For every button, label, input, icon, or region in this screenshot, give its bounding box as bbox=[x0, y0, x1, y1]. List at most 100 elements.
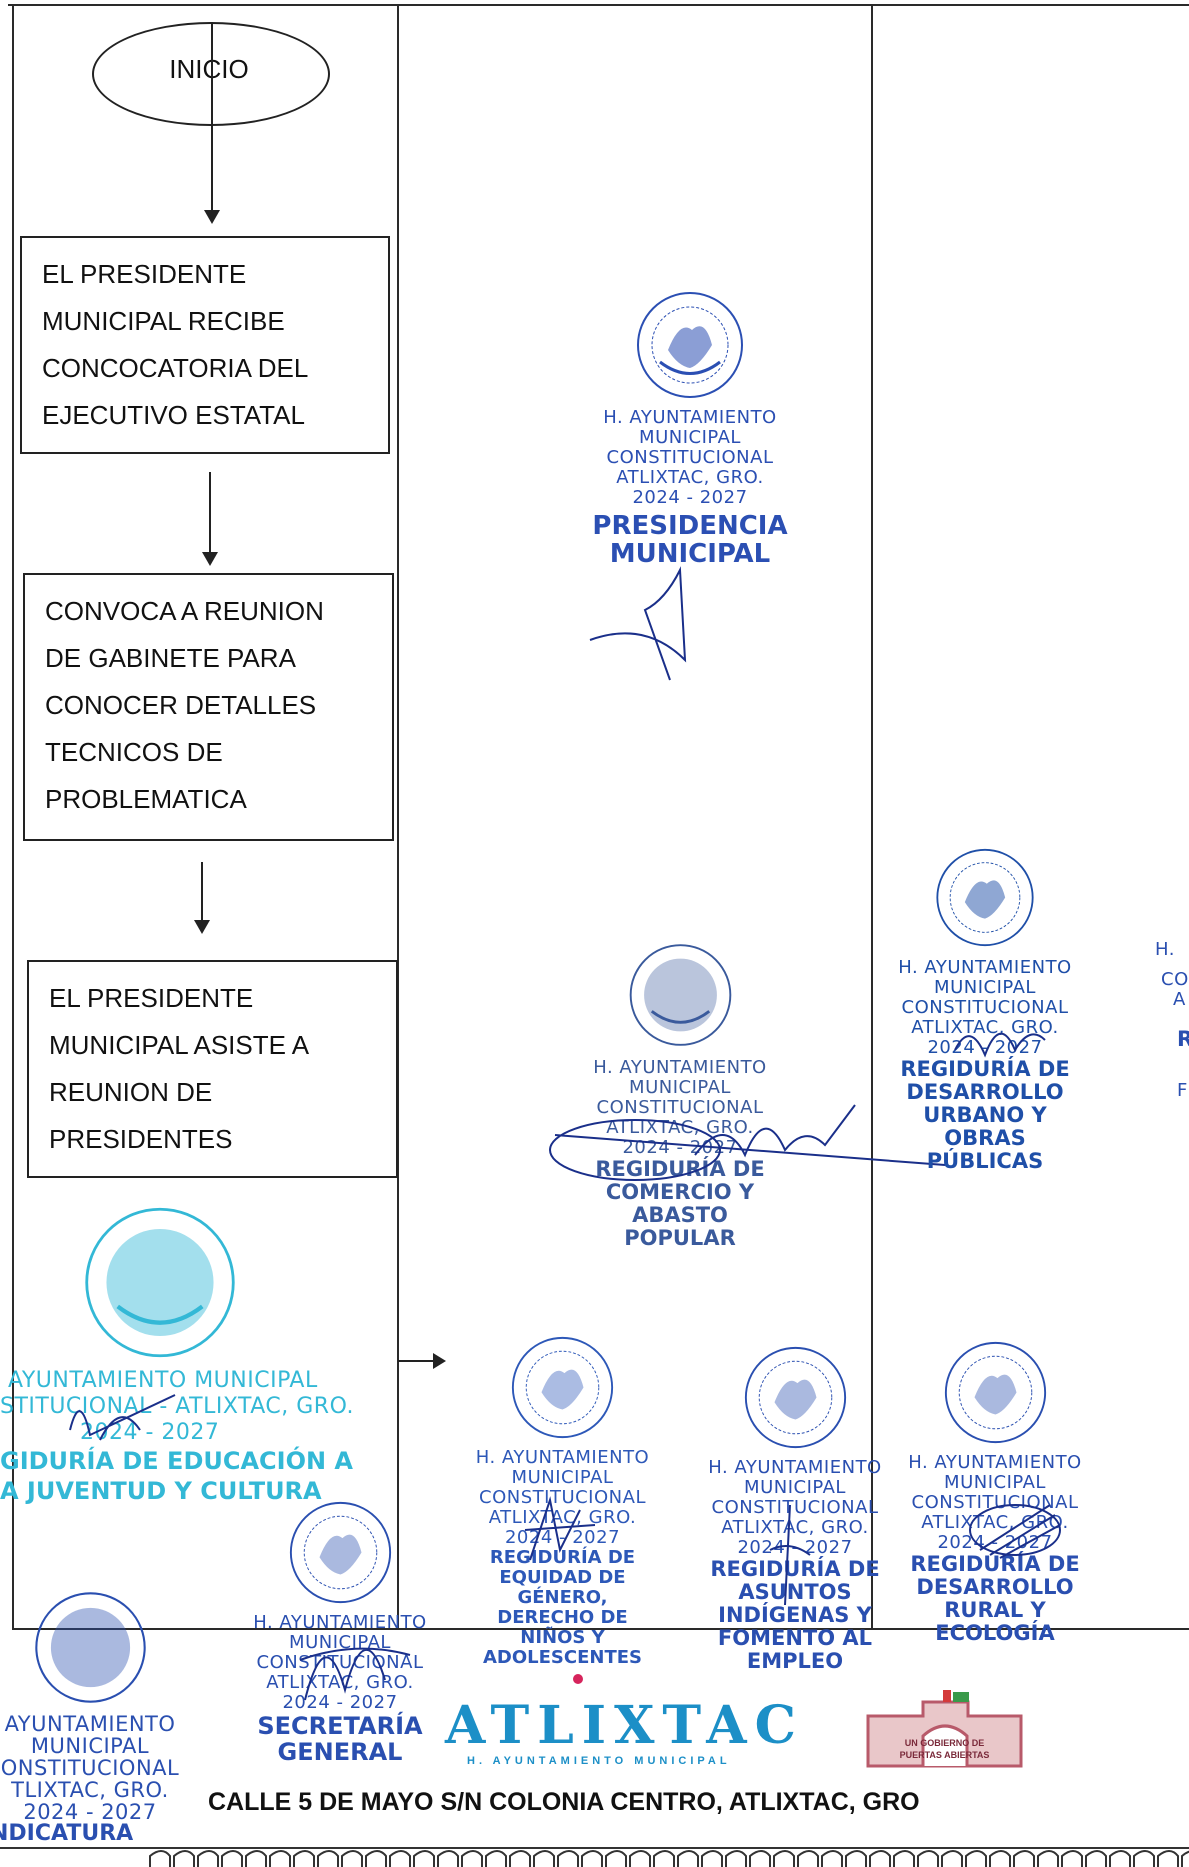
signature-comercio bbox=[549, 1104, 946, 1181]
stamp-header-line: H. AYUNTAMIENTO bbox=[253, 1612, 427, 1633]
stamp-header-line: ONSTITUCIONAL bbox=[0, 1756, 180, 1780]
stamp-header-line: MUNICIPAL bbox=[639, 427, 741, 448]
step-3-line: MUNICIPAL ASISTE A bbox=[49, 1030, 310, 1060]
stamp-dept-line: RURAL Y bbox=[944, 1598, 1046, 1622]
stamp-dept-line: ABASTO bbox=[632, 1203, 728, 1227]
stamp-dept-line: EMPLEO bbox=[746, 1649, 844, 1673]
stamp-header-line: CONSTITUCIONAL bbox=[901, 997, 1069, 1018]
signature-urbano bbox=[954, 1032, 1046, 1058]
seal-icon bbox=[629, 944, 731, 1046]
stamp-dept-line: REGIDURÍA DE bbox=[910, 1552, 1080, 1576]
atlixtac-logo-subtitle: H. AYUNTAMIENTO MUNICIPAL bbox=[467, 1755, 731, 1767]
signature-secretaria bbox=[299, 1647, 411, 1701]
stamp-header-line: 2024 - 2027 bbox=[632, 487, 748, 508]
step-3-line: REUNION DE bbox=[49, 1077, 213, 1107]
stamp-header-line: ATLIXTAC, GRO. bbox=[721, 1517, 869, 1538]
stamp-header-line: AYUNTAMIENTO MUNICIPAL bbox=[8, 1368, 318, 1393]
stamp-dept-line: GÉNERO, bbox=[517, 1587, 608, 1608]
stamp-header-line: ATLIXTAC, GRO. bbox=[488, 1507, 637, 1528]
stamp-header-line: H. AYUNTAMIENTO bbox=[603, 407, 777, 428]
stamp-dept-line: DESARROLLO bbox=[916, 1575, 1074, 1599]
seal-icon bbox=[34, 1592, 146, 1703]
stamp-dept-line: REGIDURÍA DE bbox=[489, 1547, 636, 1568]
stamp-header-line: MUNICIPAL bbox=[30, 1734, 150, 1758]
process-step-2: CONVOCA A REUNION DE GABINETE PARA CONOC… bbox=[23, 573, 394, 841]
step-3-line: PRESIDENTES bbox=[49, 1124, 233, 1154]
flow-arrow-2 bbox=[202, 472, 218, 566]
stamp-fragment-line: A bbox=[1173, 989, 1186, 1010]
seal-icon bbox=[511, 1336, 614, 1439]
stamp-dept-line: DERECHO DE bbox=[497, 1607, 628, 1628]
stamp-header-line: H. AYUNTAMIENTO bbox=[908, 1452, 1082, 1473]
stamp-header-line: 2024 - 2027 bbox=[282, 1692, 398, 1713]
top-border bbox=[8, 4, 1189, 6]
step-1-line: MUNICIPAL RECIBE bbox=[42, 306, 285, 336]
stamp-header-line: CONSTITUCIONAL bbox=[711, 1497, 879, 1518]
stamp-equidad: H. AYUNTAMIENTO MUNICIPAL CONSTITUCIONAL… bbox=[450, 1335, 675, 1668]
signature-educacion bbox=[69, 1394, 176, 1441]
stamp-dept-line: REGIDURÍA DE bbox=[900, 1057, 1070, 1081]
stamp-sindicatura: AYUNTAMIENTO MUNICIPAL ONSTITUCIONAL TLI… bbox=[0, 1590, 190, 1845]
stamp-header-line: ATLIXTAC, GRO. bbox=[266, 1672, 414, 1693]
stamp-secretaria: H. AYUNTAMIENTO MUNICIPAL CONSTITUCIONAL… bbox=[230, 1500, 450, 1765]
stamp-header-line: ATLIXTAC, GRO. bbox=[911, 1017, 1059, 1038]
footer-address: CALLE 5 DE MAYO S/N COLONIA CENTRO, ATLI… bbox=[208, 1788, 920, 1816]
stamp-header-line: TLIXTAC, GRO. bbox=[11, 1778, 169, 1802]
stamp-dept-line: SECRETARÍA bbox=[257, 1712, 423, 1740]
stamp-header-line: 2024 - 2027 bbox=[927, 1037, 1043, 1058]
stamp-dept-line: OBRAS bbox=[944, 1126, 1026, 1150]
stamp-header-line: MUNICIPAL bbox=[744, 1477, 846, 1498]
stamp-header-line: MUNICIPAL bbox=[934, 977, 1036, 998]
step-2-line: CONVOCA A REUNION bbox=[45, 596, 324, 626]
step-1-line: EL PRESIDENTE bbox=[42, 259, 247, 289]
lane-divider-left bbox=[12, 4, 14, 1630]
signature-equidad bbox=[524, 1496, 596, 1561]
stamp-header-line: H. AYUNTAMIENTO bbox=[708, 1457, 882, 1478]
process-step-1: EL PRESIDENTE MUNICIPAL RECIBE CONCOCATO… bbox=[20, 236, 390, 454]
stamp-header-line: MUNICIPAL bbox=[629, 1077, 731, 1098]
stamp-header-line: MUNICIPAL bbox=[511, 1467, 614, 1488]
stamp-dept-line: ECOLOGÍA bbox=[935, 1621, 1055, 1645]
badge-line: UN GOBIERNO DE bbox=[904, 1738, 985, 1748]
stamp-header-line: CONSTITUCIONAL bbox=[596, 1097, 764, 1118]
stamp-edge-fragment: H. CO A R F bbox=[1155, 940, 1189, 1101]
stamp-dept-line: ADOLESCENTES bbox=[482, 1647, 642, 1668]
seal-icon bbox=[944, 1341, 1046, 1444]
stamp-dept-line: COMERCIO Y bbox=[605, 1180, 755, 1204]
seal-icon bbox=[936, 848, 1034, 947]
stamp-header-line: 2024 - 2027 bbox=[23, 1800, 157, 1824]
flow-arrow-3 bbox=[194, 862, 210, 934]
stamp-fragment-line: CO bbox=[1161, 969, 1189, 990]
stamp-header-line: 2024 - 2027 bbox=[80, 1420, 220, 1445]
atlixtac-logo-text: ATLIXTAC bbox=[445, 1695, 805, 1756]
stamp-header-line: H. AYUNTAMIENTO bbox=[475, 1447, 650, 1468]
stamp-dept-line: A JUVENTUD Y CULTURA bbox=[0, 1477, 322, 1505]
stamp-dept-line: REGIDURÍA DE bbox=[595, 1157, 765, 1181]
logo-accent-dot bbox=[573, 1674, 583, 1684]
stamp-dept-line: NDICATURA bbox=[0, 1821, 134, 1846]
stamp-header-line: MUNICIPAL bbox=[289, 1632, 391, 1653]
stamp-dept-line: PÚBLICAS bbox=[926, 1149, 1044, 1173]
stamp-dept-line: PRESIDENCIA bbox=[592, 511, 788, 541]
stamp-dept-line: URBANO Y bbox=[923, 1103, 1047, 1127]
seal-icon bbox=[85, 1207, 235, 1358]
step-2-line: DE GABINETE PARA bbox=[45, 643, 296, 673]
seal-icon bbox=[637, 292, 743, 398]
stamp-dept-line: INDÍGENAS Y bbox=[718, 1603, 872, 1627]
stamp-dept-line: ASUNTOS bbox=[738, 1580, 852, 1604]
lane-divider-1 bbox=[397, 4, 399, 1630]
stamp-header-line: ATLIXTAC, GRO. bbox=[616, 467, 764, 488]
stamp-dept-line: NIÑOS Y bbox=[520, 1627, 605, 1648]
stamp-header-line: CONSTITUCIONAL bbox=[479, 1487, 646, 1508]
step-1-line: EJECUTIVO ESTATAL bbox=[42, 400, 305, 430]
stamp-dept-line: EQUIDAD DE bbox=[499, 1567, 626, 1588]
badge-line: PUERTAS ABIERTAS bbox=[899, 1750, 990, 1760]
stamp-fragment-line: F bbox=[1177, 1080, 1188, 1101]
stamp-comercio: H. AYUNTAMIENTO MUNICIPAL CONSTITUCIONAL… bbox=[560, 940, 800, 1250]
signature-presidencia bbox=[589, 566, 687, 681]
stamp-header-line: CONSTITUCIONAL bbox=[606, 447, 774, 468]
signature-rural bbox=[969, 1504, 1061, 1559]
stamp-header-line: MUNICIPAL bbox=[944, 1472, 1046, 1493]
seal-icon bbox=[744, 1346, 846, 1449]
flow-arrow-horizontal bbox=[398, 1353, 446, 1369]
